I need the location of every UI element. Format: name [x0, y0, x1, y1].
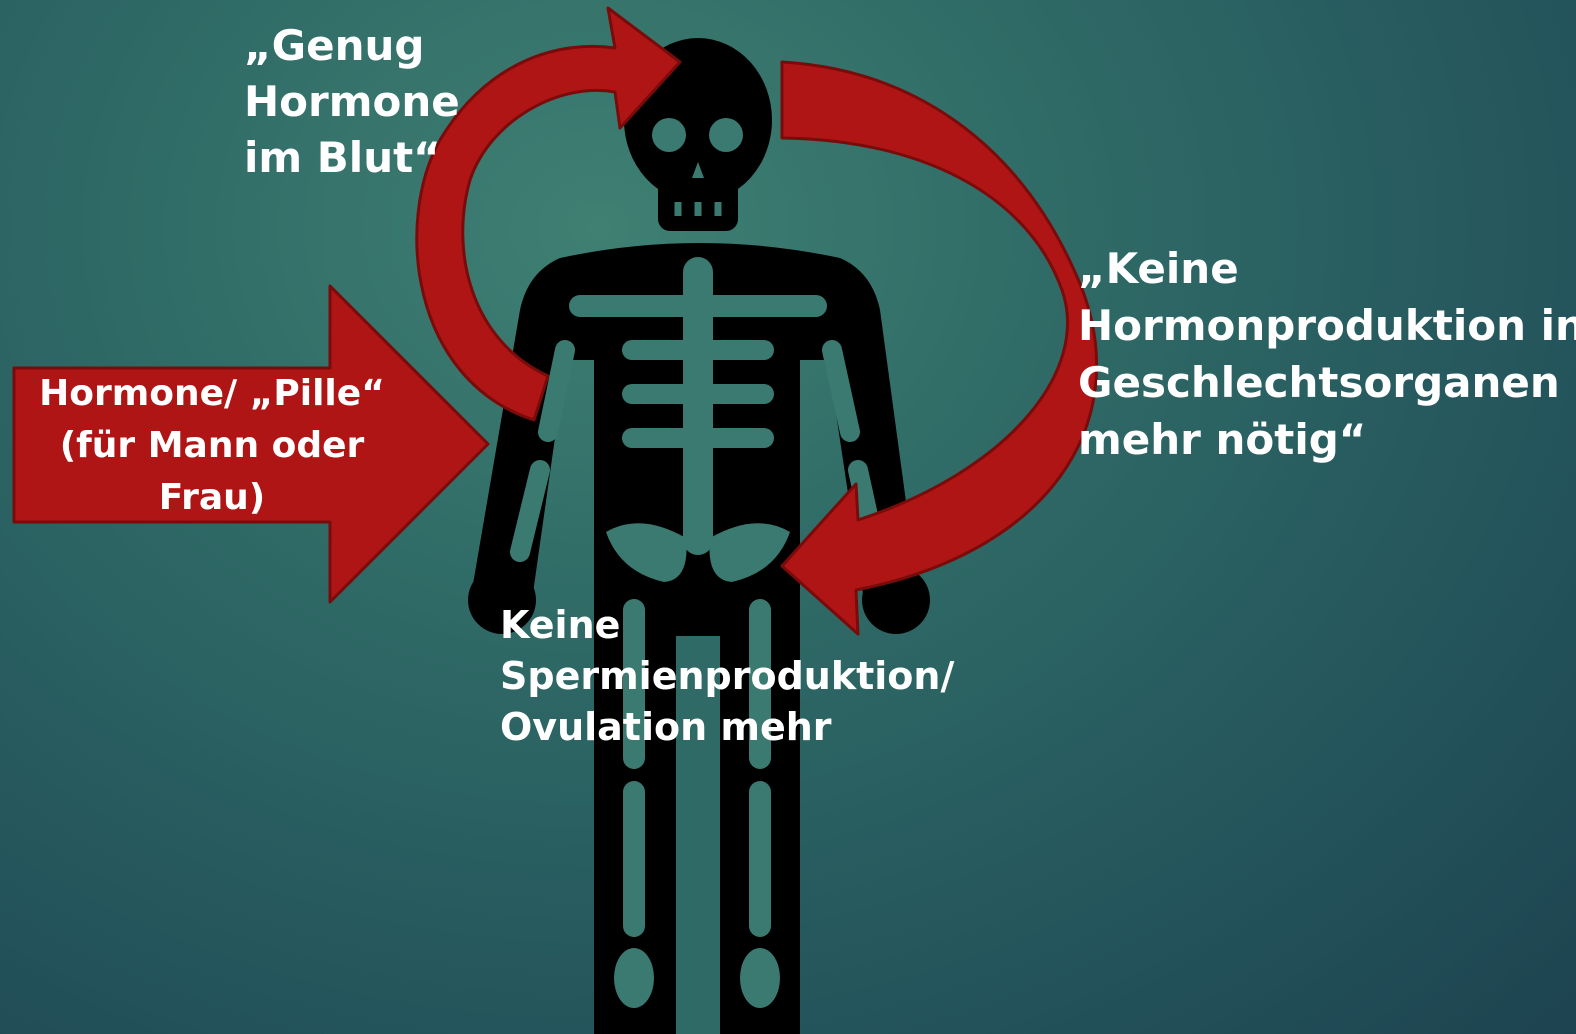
label-line: Hormone — [244, 74, 460, 130]
label-pill-arrow: Hormone/ „Pille“ (für Mann oder Frau) — [30, 368, 394, 524]
label-line: Hormonproduktion in — [1078, 297, 1576, 354]
label-no-sperm-ovulation: Keine Spermienproduktion/ Ovulation mehr — [500, 600, 954, 753]
label-line: Hormone/ „Pille“ — [30, 368, 394, 420]
label-line: Frau) — [30, 472, 394, 524]
label-line: Keine — [500, 600, 954, 651]
label-no-hormone-production: „Keine Hormonproduktion in Geschlechtsor… — [1078, 240, 1576, 468]
label-line: mehr nötig“ — [1078, 411, 1576, 468]
label-line: „Keine — [1078, 240, 1576, 297]
label-line: im Blut“ — [244, 130, 460, 186]
label-line: „Genug — [244, 18, 460, 74]
label-line: (für Mann oder — [30, 420, 394, 472]
label-line: Geschlechtsorganen — [1078, 354, 1576, 411]
label-blood-hormones: „Genug Hormone im Blut“ — [244, 18, 460, 186]
label-line: Ovulation mehr — [500, 702, 954, 753]
label-line: Spermienproduktion/ — [500, 651, 954, 702]
